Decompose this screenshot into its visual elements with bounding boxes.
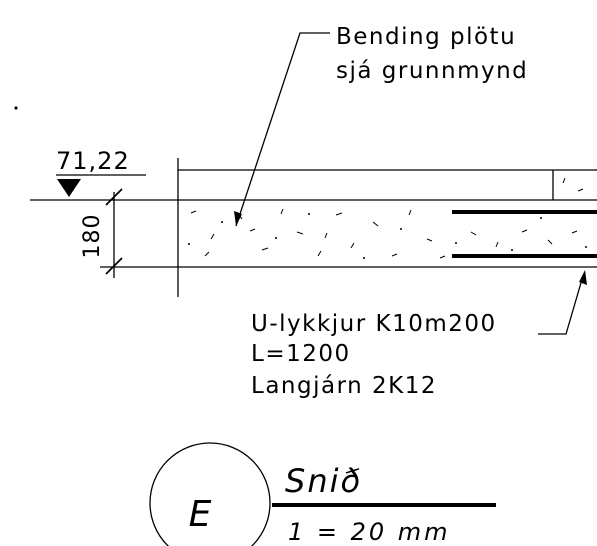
dimension-tick-bottom — [105, 257, 123, 275]
section-title: Snið — [285, 462, 362, 500]
note-rebar-line2: L=1200 — [251, 341, 351, 367]
dimension-thickness: 180 — [80, 214, 105, 259]
note-rebar-line1: U-lykkjur K10m200 — [251, 311, 497, 337]
section-scale: 1 = 20 mm — [288, 518, 451, 546]
stray-dot — [14, 106, 18, 110]
section-letter: E — [189, 494, 212, 535]
leader-rebar — [538, 275, 584, 335]
dimension-tick-top — [105, 188, 123, 206]
concrete-hatch — [188, 177, 587, 259]
level-value: 71,22 — [56, 147, 130, 175]
level-triangle-icon — [57, 179, 81, 197]
note-bending-line2: sjá grunnmynd — [336, 58, 528, 84]
leader-bending — [235, 32, 330, 227]
note-bending-line1: Bending plötu — [336, 24, 516, 50]
leader-rebar-arrowhead — [579, 270, 587, 285]
section-circle — [149, 442, 271, 546]
leader-bending-arrowhead — [234, 211, 242, 226]
note-rebar-line3: Langjárn 2K12 — [251, 373, 437, 399]
